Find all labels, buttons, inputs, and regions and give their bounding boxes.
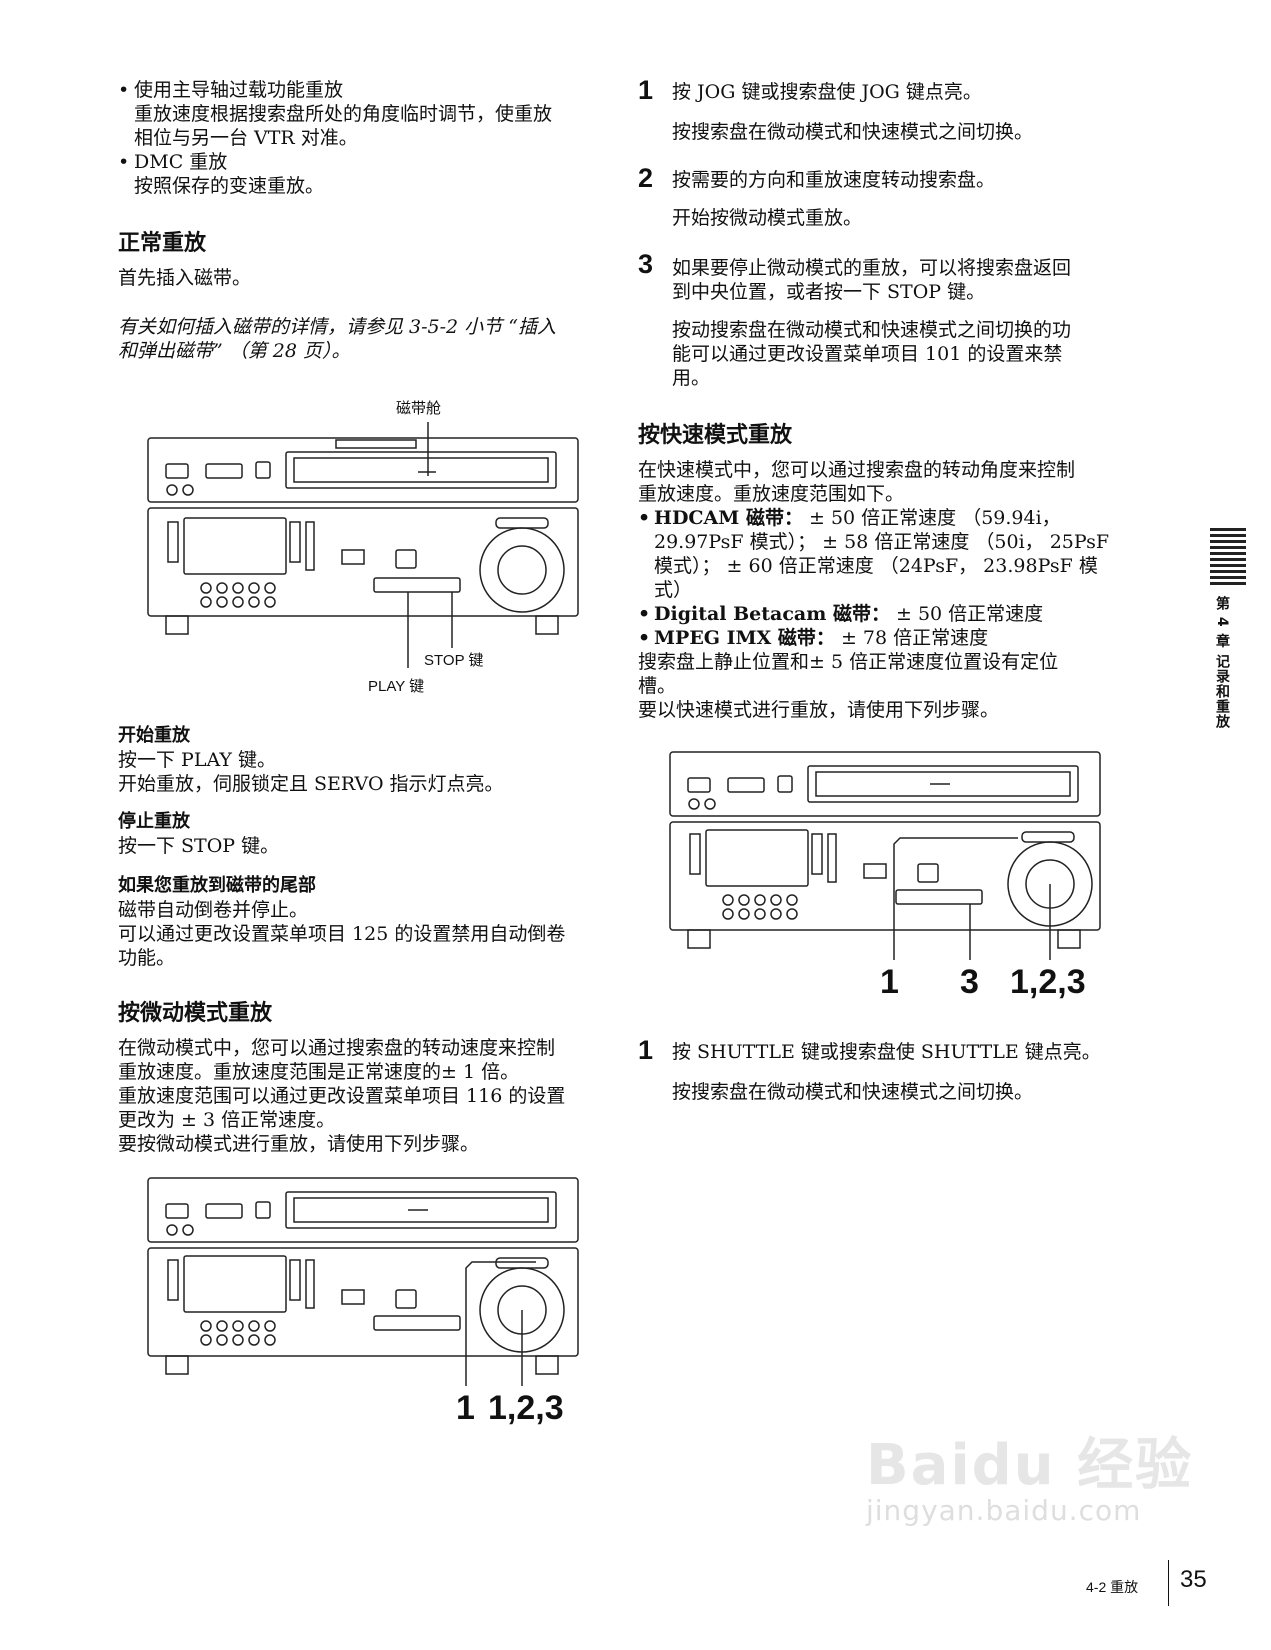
fig1-label-cassette-compartment: 磁带舱 (396, 400, 442, 417)
cross-reference-line-2: 和弹出磁带” （第 28 页）。 (118, 340, 351, 362)
section-title-shuttle-mode: 按快速模式重放 (638, 423, 793, 448)
stop-body: 按一下 STOP 键。 (118, 835, 280, 857)
shuttle-step-1-note: 按搜索盘在微动模式和快速模式之间切换。 (672, 1081, 1034, 1103)
hdcam-text-line-1: ± 50 倍正常速度 （59.94i， (809, 507, 1061, 529)
shuttle-after-line-2: 槽。 (638, 675, 677, 697)
jog-step-3-note-line-3: 用。 (672, 367, 711, 389)
bullet-1-body-line-2: 相位与另一台 VTR 对准。 (134, 127, 358, 149)
fig1-label-stop-key: STOP 键 (424, 652, 484, 669)
mpeg-imx-bullet: •MPEG IMX 磁带： ± 78 倍正常速度 (638, 627, 989, 649)
jog-step-1-number: 1 (638, 75, 654, 105)
vtr-diagram-shuttle-mode (669, 751, 1101, 960)
jog-step-3-note-line-2: 能可以通过更改设置菜单项目 101 的设置来禁 (672, 343, 1063, 365)
digital-betacam-text: ± 50 倍正常速度 (896, 603, 1044, 625)
watermark-logo: Baidu 经验 (866, 1433, 1194, 1498)
jog-body-line-4: 更改为 ± 3 倍正常速度。 (118, 1109, 336, 1131)
fig3-callout-steps-1-2-3: 1,2,3 (488, 1389, 564, 1427)
digital-betacam-label: Digital Betacam 磁带： (654, 603, 890, 625)
jog-step-2-number: 2 (638, 163, 654, 193)
chapter-tab-label: 第 4 章 记录和重放 (1214, 596, 1230, 730)
shuttle-intro-line-1: 在快速模式中，您可以通过搜索盘的转动角度来控制 (638, 459, 1076, 481)
end-body-line-1: 磁带自动倒卷并停止。 (118, 899, 309, 921)
bullet-2: •DMC 重放 (118, 151, 228, 173)
chapter-tab-stripes (1210, 528, 1246, 588)
jog-step-1-note: 按搜索盘在微动模式和快速模式之间切换。 (672, 121, 1034, 143)
fig2-callout-steps-1-2-3: 1,2,3 (1010, 963, 1086, 1001)
start-body-line-2: 开始重放，伺服锁定且 SERVO 指示灯点亮。 (118, 773, 504, 795)
hdcam-text-line-4: 式） (654, 579, 693, 601)
subheading-start-playback: 开始重放 (118, 725, 190, 746)
start-body-line-1: 按一下 PLAY 键。 (118, 749, 276, 771)
page-number: 35 (1180, 1566, 1207, 1593)
bullet-1-title: 使用主导轴过载功能重放 (134, 79, 344, 101)
jog-body-line-3: 重放速度范围可以通过更改设置菜单项目 116 的设置 (118, 1085, 566, 1107)
fig2-callout-step-3: 3 (960, 963, 979, 1001)
bullet-2-body: 按照保存的变速重放。 (134, 175, 325, 197)
watermark-url: jingyan.baidu.com (866, 1494, 1142, 1527)
subheading-end-of-tape: 如果您重放到磁带的尾部 (118, 875, 316, 896)
normal-intro: 首先插入磁带。 (118, 267, 252, 289)
jog-body-line-1: 在微动模式中，您可以通过搜索盘的转动速度来控制 (118, 1037, 556, 1059)
jog-step-2-note: 开始按微动模式重放。 (672, 207, 863, 229)
end-body-line-2: 可以通过更改设置菜单项目 125 的设置禁用自动倒卷 (118, 923, 566, 945)
end-body-line-3: 功能。 (118, 947, 176, 969)
mpeg-imx-label: MPEG IMX 磁带： (654, 627, 835, 649)
section-title-jog-mode: 按微动模式重放 (118, 1001, 273, 1026)
mpeg-imx-text: ± 78 倍正常速度 (840, 627, 989, 649)
hdcam-text-line-2: 29.97PsF 模式）； ± 58 倍正常速度 （50i， 25PsF (654, 531, 1110, 553)
shuttle-after-line-1: 搜索盘上静止位置和± 5 倍正常速度位置设有定位 (638, 651, 1059, 673)
subheading-stop-playback: 停止重放 (118, 811, 190, 832)
jog-step-1-text: 按 JOG 键或搜索盘使 JOG 键点亮。 (672, 81, 982, 103)
bullet-1-body-line-1: 重放速度根据搜索盘所处的角度临时调节，使重放 (134, 103, 553, 125)
fig1-label-play-key: PLAY 键 (368, 678, 425, 695)
fig2-callout-step-1: 1 (880, 963, 899, 1001)
jog-step-3-text-line-2: 到中央位置，或者按一下 STOP 键。 (672, 281, 986, 303)
shuttle-intro-line-2: 重放速度。重放速度范围如下。 (638, 483, 905, 505)
vtr-diagram-jog-mode (147, 1177, 579, 1386)
section-title-normal-playback: 正常重放 (118, 231, 207, 256)
shuttle-step-1-number: 1 (638, 1035, 654, 1065)
fig3-callout-step-1: 1 (456, 1389, 475, 1427)
footer-divider (1168, 1560, 1169, 1606)
shuttle-step-1-text: 按 SHUTTLE 键或搜索盘使 SHUTTLE 键点亮。 (672, 1041, 1101, 1063)
digital-betacam-bullet: •Digital Betacam 磁带： ± 50 倍正常速度 (638, 603, 1044, 625)
jog-step-3-note-line-1: 按动搜索盘在微动模式和快速模式之间切换的功 (672, 319, 1072, 341)
hdcam-label: HDCAM 磁带： (654, 507, 803, 529)
shuttle-after-line-3: 要以快速模式进行重放，请使用下列步骤。 (638, 699, 1000, 721)
bullet-2-title: DMC 重放 (134, 151, 228, 173)
jog-step-3-number: 3 (638, 249, 654, 279)
footer-section: 4-2 重放 (1086, 1579, 1139, 1595)
vtr-diagram-normal-playback (147, 422, 579, 668)
bullet-1: •使用主导轴过载功能重放 (118, 79, 344, 101)
jog-step-3-text-line-1: 如果要停止微动模式的重放，可以将搜索盘返回 (672, 257, 1072, 279)
jog-step-2-text: 按需要的方向和重放速度转动搜索盘。 (672, 169, 996, 191)
cross-reference-line-1: 有关如何插入磁带的详情，请参见 3-5-2 小节 “插入 (118, 316, 556, 338)
hdcam-text-line-3: 模式）； ± 60 倍正常速度 （24PsF， 23.98PsF 模 (654, 555, 1098, 577)
hdcam-bullet: •HDCAM 磁带： ± 50 倍正常速度 （59.94i， (638, 507, 1061, 529)
jog-body-line-5: 要按微动模式进行重放，请使用下列步骤。 (118, 1133, 480, 1155)
jog-body-line-2: 重放速度。重放速度范围是正常速度的± 1 倍。 (118, 1061, 520, 1083)
